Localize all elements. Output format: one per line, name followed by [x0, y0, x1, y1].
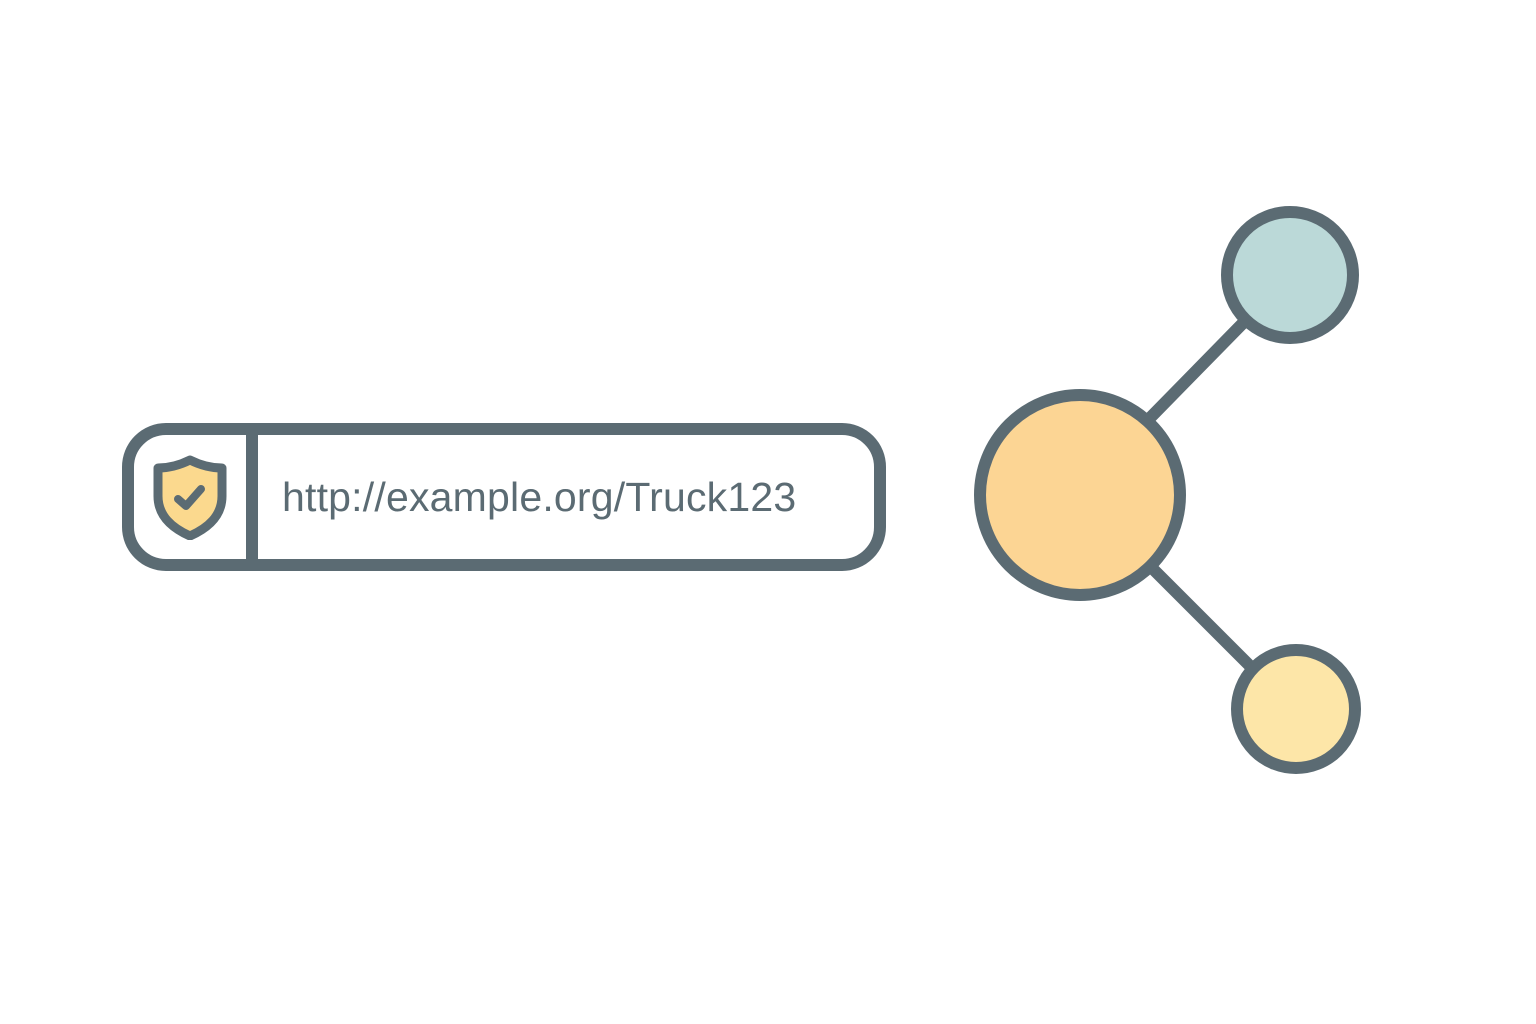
- url-text[interactable]: http://example.org/Truck123: [282, 473, 797, 520]
- share-connector-bottom: [1144, 560, 1260, 676]
- share-connector-top: [1142, 314, 1252, 426]
- share-node-top: [1221, 206, 1359, 344]
- security-indicator-button[interactable]: [134, 435, 258, 559]
- address-bar[interactable]: http://example.org/Truck123: [122, 423, 886, 571]
- share-node-bottom: [1231, 644, 1361, 774]
- share-node-main: [974, 389, 1186, 601]
- shield-check-icon: [153, 455, 227, 540]
